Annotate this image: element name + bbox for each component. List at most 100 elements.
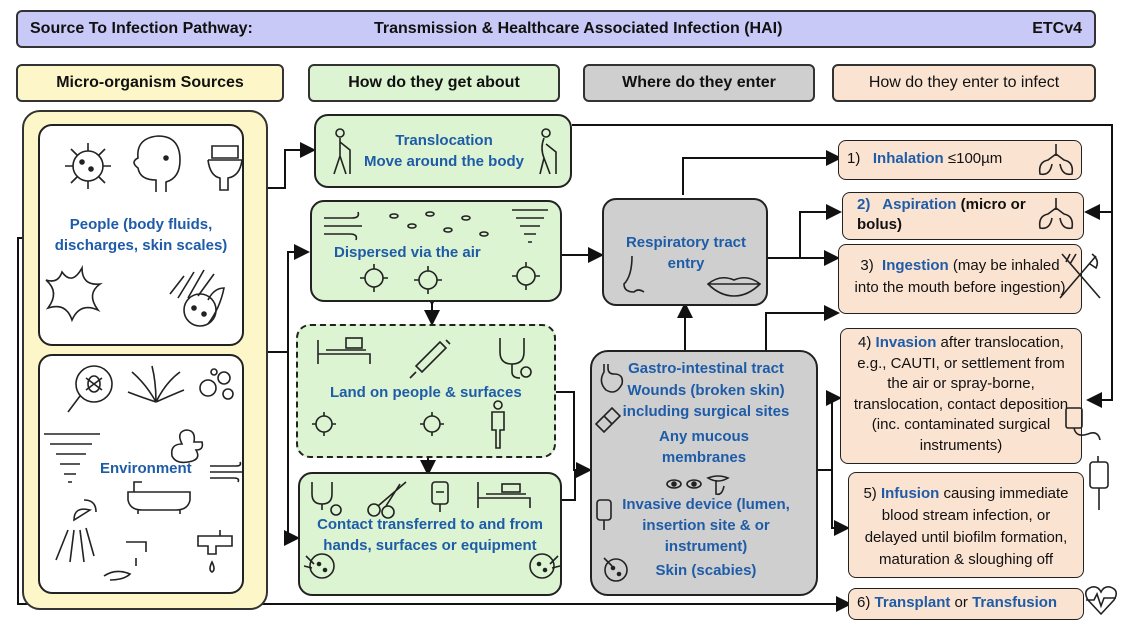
transfusion-label: Transfusion [972,594,1058,611]
invasion-detail: after translocation, e.g., CAUTI, or set… [853,334,1069,454]
walker-icon [333,128,351,175]
spray-icon [127,365,185,403]
stethoscope-icon [499,338,532,379]
header-enter: Where do they enter [583,64,815,102]
stomach-icon [600,364,624,393]
air-flow-icon [324,211,362,241]
aspiration-detail: (micro or bolus) [857,196,1026,233]
hand-germ-grey-icon [603,557,628,582]
bubbles-icon [199,368,234,400]
wounds-label: Wounds (broken skin) including surgical … [622,382,790,420]
gi-label: Gastro-intestinal tract [628,360,784,377]
nose-icon [623,255,645,293]
aspiration-num: 2) [857,196,871,213]
hand-germ-icon [169,269,225,327]
eyes-mouth-icon [666,475,730,496]
iv-bag-icon [431,481,449,512]
infusion-detail: causing immediate blood stream infection… [864,485,1069,568]
translocation-label: Translocation Move around the body [356,130,532,172]
hand-germ-small-icon [303,553,335,579]
bed-icon-2 [477,482,531,508]
toilet-icon [207,145,243,191]
ingestion-detail: (may be inhaled into the mouth before in… [854,257,1066,296]
contact-label: Contact transferred to and from hands, s… [317,516,543,554]
virus-small-icon-3 [512,262,540,290]
virus-tiny-icon-2 [420,412,444,436]
land-node: Land on people & surfaces [296,324,556,458]
route-inhalation: 1) Inhalation ≤100µm [838,140,1082,180]
aspiration-label: Aspiration [882,196,957,213]
header-infect-text: How do they enter to infect [868,74,1060,91]
route-infusion: 5) Infusion causing immediate blood stre… [848,472,1084,578]
bathtub-icon [127,481,191,514]
people-label: People (body fluids, discharges, skin sc… [54,216,228,254]
infusion-num: 5) [863,485,877,502]
header-infect: How do they enter to infect [832,64,1096,102]
person-icon [491,400,505,449]
route-invasion: 4) Invasion after translocation, e.g., C… [840,328,1082,464]
contact-node: Contact transferred to and from hands, s… [298,472,562,596]
scissors-icon [367,481,407,519]
infusion-label: Infusion [880,485,940,502]
skin-label: Skin (scabies) [655,562,757,579]
body-entry-node: Gastro-intestinal tract Wounds (broken s… [590,350,818,596]
particles-icon [389,211,489,237]
inhalation-detail: ≤100µm [943,150,1003,167]
transplant-label: Transplant [874,594,951,611]
header-get-about: How do they get about [308,64,560,102]
transplant-or: or [950,594,973,611]
bandage-icon [594,406,622,434]
tornado-icon [44,433,100,483]
lips-icon [706,276,762,297]
virus-small-icon-2 [414,266,442,294]
virus-small-icon [360,264,388,292]
bed-icon [317,337,371,364]
title-center: Transmission & Healthcare Associated Inf… [374,20,783,37]
lungs-icon-2 [1038,198,1074,230]
lungs-icon [1038,144,1074,176]
elderly-walker-icon [539,128,557,175]
invasion-label: Invasion [875,334,937,351]
device-label: Invasive device (lumen, insertion site &… [622,496,790,555]
transplant-num: 6) [857,594,871,611]
respiratory-node: Respiratory tract entry [602,198,768,306]
hand-wash-icon [103,541,147,581]
cutlery-icon [1059,253,1101,299]
inhalation-label: Inhalation [872,150,944,167]
respiratory-label: Respiratory tract entry [625,234,747,272]
title-version: ETCv4 [1032,20,1082,37]
iv-bag-small-icon [596,499,612,530]
inhalation-num: 1) [847,150,861,167]
iv-drip-icon [1089,456,1109,510]
translocation-node: Translocation Move around the body [314,114,572,188]
hand-germ-small-icon-2 [529,553,561,579]
invasion-num: 4) [858,334,872,351]
environment-label: Environment [100,460,192,477]
people-source: People (body fluids, discharges, skin sc… [38,124,244,346]
catheter-icon [1065,407,1101,441]
header-sources: Micro-organism Sources [16,64,284,102]
route-transplant: 6) Transplant or Transfusion [848,588,1084,620]
dispersed-label: Dispersed via the air [334,244,481,261]
route-ingestion: 3) Ingestion (may be inhaled into the mo… [838,244,1082,314]
land-label: Land on people & surfaces [330,384,522,401]
wind-icon [210,461,242,483]
head-sneeze-icon [133,135,181,192]
title-bar: Source To Infection Pathway: Transmissio… [16,10,1096,48]
ingestion-label: Ingestion [882,257,949,274]
ingestion-num: 3) [860,257,874,274]
tap-icon [197,530,233,573]
syringe-icon [409,339,451,379]
splash-icon [45,264,103,323]
mucous-label: Any mucous membranes [658,428,749,466]
translocation-line2: Move around the body [363,153,524,170]
duck-icon [170,429,204,464]
virus-tiny-icon [312,412,336,436]
title-left: Source To Infection Pathway: [30,20,253,37]
shower-icon [55,499,97,563]
heart-pulse-icon [1084,586,1118,616]
tornado-small-icon [512,209,548,243]
virus-icon [65,143,111,189]
translocation-line1: Translocation [395,132,493,149]
magnifier-bug-icon [67,365,113,413]
